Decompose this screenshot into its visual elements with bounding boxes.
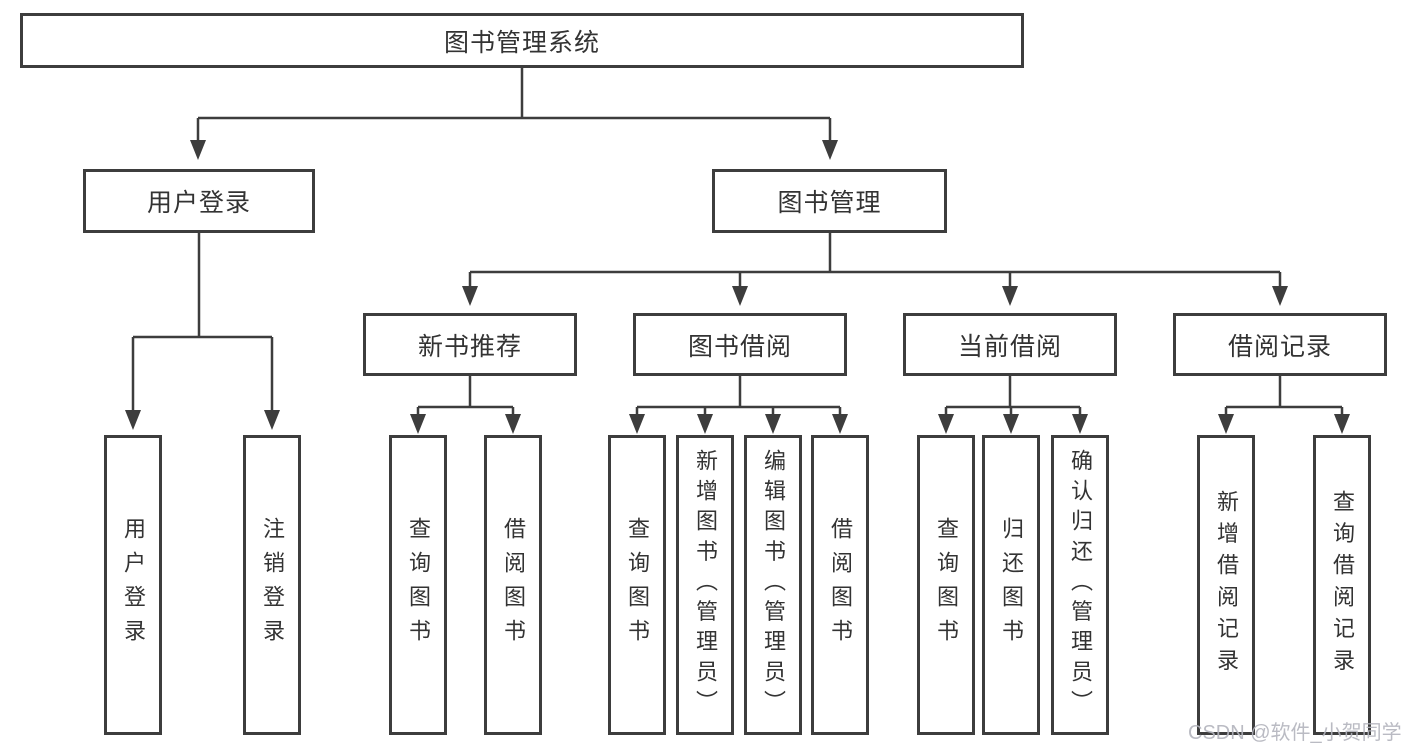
node-label: 借阅记录 [1227,332,1332,361]
leaf-label: 新增图书（管理员） [693,449,718,721]
leaf-logout: 注销登录 [243,435,301,735]
leaf-label: 归还图书 [999,516,1024,654]
csdn-watermark: CSDN @软件_小贺同学 [1188,722,1402,744]
leaf-query-books: 查询图书 [389,435,447,735]
leaf-query-borrow-record: 查询借阅记录 [1313,435,1371,735]
node-new-book-recommendation: 新书推荐 [363,313,577,376]
node-label: 图书借阅 [687,332,792,361]
leaf-label: 借阅图书 [828,516,853,654]
leaf-edit-book-admin: 编辑图书（管理员） [744,435,802,735]
leaf-add-borrow-record: 新增借阅记录 [1197,435,1255,735]
leaf-user-login: 用户登录 [104,435,162,735]
node-book-borrowing: 图书借阅 [633,313,847,376]
leaf-label: 新增借阅记录 [1214,489,1239,681]
leaf-label: 确认归还（管理员） [1068,449,1093,721]
node-borrowing-records: 借阅记录 [1173,313,1387,376]
node-current-borrowing: 当前借阅 [903,313,1117,376]
leaf-borrow-books: 借阅图书 [484,435,542,735]
node-library-system: 图书管理系统 [20,13,1024,68]
node-label: 当前借阅 [957,332,1062,361]
leaf-label: 借阅图书 [501,516,526,654]
leaf-label: 注销登录 [260,516,285,654]
node-label: 图书管理系统 [443,28,600,57]
leaf-label: 查询借阅记录 [1330,489,1355,681]
node-book-management: 图书管理 [712,169,947,233]
leaf-return-books: 归还图书 [982,435,1040,735]
node-label: 用户登录 [146,189,251,217]
leaf-query-books: 查询图书 [917,435,975,735]
leaf-confirm-return-admin: 确认归还（管理员） [1051,435,1109,735]
leaf-add-book-admin: 新增图书（管理员） [676,435,734,735]
leaf-label: 查询图书 [625,516,650,654]
node-label: 新书推荐 [417,332,522,361]
leaf-label: 查询图书 [934,516,959,654]
leaf-label: 查询图书 [406,516,431,654]
leaf-borrow-books: 借阅图书 [811,435,869,735]
node-label: 图书管理 [777,189,882,217]
leaf-query-books: 查询图书 [608,435,666,735]
leaf-label: 用户登录 [121,516,146,654]
node-user-login: 用户登录 [83,169,315,233]
leaf-label: 编辑图书（管理员） [761,449,786,721]
